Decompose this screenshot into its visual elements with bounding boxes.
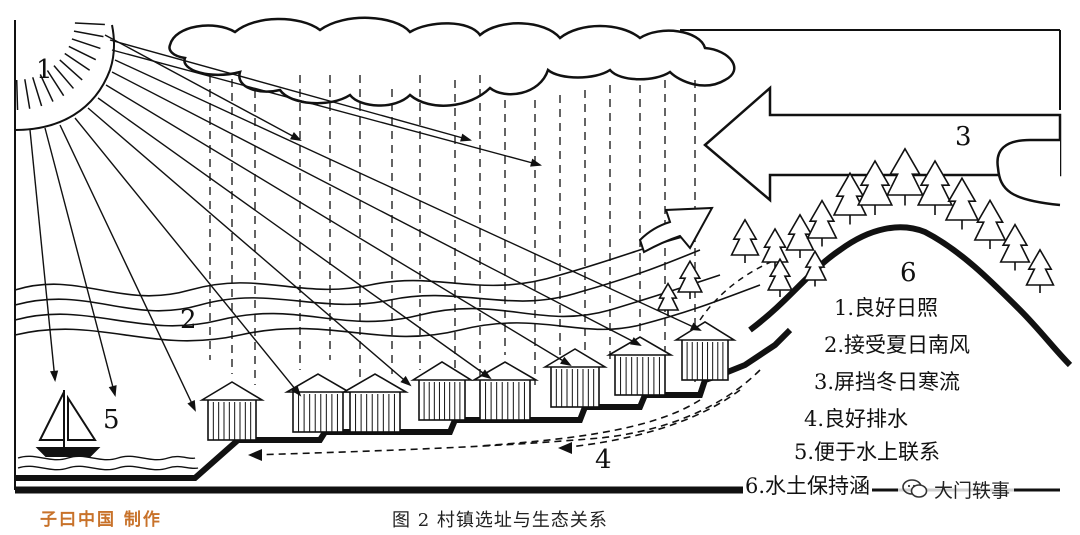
label-sun: 1 — [36, 55, 53, 85]
tree-icon — [676, 259, 704, 299]
label-forest: 6 — [900, 258, 917, 288]
house-icon — [341, 373, 409, 433]
house-icon — [199, 381, 265, 441]
legend-item-drainage: 4.良好排水 — [802, 407, 911, 431]
sunlight-arrowhead — [689, 322, 702, 331]
sunlight-arrowhead — [530, 158, 542, 167]
sunlight-arrowhead — [560, 356, 572, 367]
sunlight-arrowhead — [290, 132, 302, 141]
sunlight-arrows — [29, 34, 702, 412]
sunlight-ray — [104, 34, 301, 141]
sunlight-ray — [97, 97, 491, 379]
cold-wind-arrow-icon — [703, 85, 1062, 207]
wechat-icon — [902, 479, 928, 498]
label-water: 5 — [103, 405, 120, 435]
house-icon — [471, 361, 539, 421]
tree-icon — [856, 159, 894, 215]
tree-icon — [973, 198, 1007, 249]
forest — [656, 147, 1055, 316]
sunlight-ray — [114, 59, 701, 331]
legend-item-summer-wind: 2.接受夏日南风 — [822, 333, 973, 357]
credit-text: 子曰中国 制作 — [40, 510, 162, 530]
diagram-frame — [14, 20, 1061, 490]
legend-item-water-transport: 5.便于水上联系 — [792, 440, 943, 464]
sunlight-ray — [105, 84, 571, 366]
wind-arrow-icon — [638, 206, 714, 254]
sunlight-ray — [111, 71, 641, 346]
river — [17, 455, 199, 471]
cloud-icon — [168, 16, 736, 107]
legend-item-cold-shield: 3.屏挡冬日寒流 — [812, 370, 963, 394]
sailboat-icon — [35, 390, 101, 457]
drainage-arrowhead-icon — [248, 442, 572, 461]
sunlight-arrowhead — [629, 337, 642, 346]
sunlight-arrowhead — [187, 399, 196, 412]
tree-icon — [730, 218, 760, 263]
village-houses — [199, 321, 737, 441]
label-cold: 3 — [955, 122, 972, 152]
house-icon — [673, 321, 737, 381]
legend-item-sunlight: 1.良好日照 — [832, 296, 941, 320]
tree-icon — [916, 159, 954, 215]
house-icon — [606, 336, 674, 396]
sun-icon — [14, 22, 116, 131]
watermark-text: 大门轶事 — [934, 479, 1011, 502]
drainage-arrows — [249, 369, 761, 456]
house-icon — [542, 348, 608, 408]
figure-caption: 图 2 村镇选址与生态关系 — [392, 510, 608, 531]
house-icon — [284, 373, 352, 433]
sunlight-arrowhead — [291, 385, 302, 397]
house-icon — [410, 361, 474, 421]
sunlight-arrowhead — [400, 375, 412, 387]
sunlight-arrowhead — [108, 385, 117, 397]
sunlight-ray — [44, 127, 116, 396]
sunlight-ray — [74, 117, 301, 396]
sunlight-arrowhead — [480, 369, 492, 380]
sunlight-ray — [111, 49, 541, 166]
tree-icon — [886, 147, 924, 206]
tree-icon — [999, 223, 1031, 271]
tree-icon — [1025, 248, 1055, 293]
tree-icon — [806, 199, 838, 247]
label-drainage: 4 — [595, 445, 612, 475]
rain-lines — [209, 75, 696, 390]
tree-icon — [802, 249, 828, 287]
tree-icon — [761, 227, 789, 270]
sunlight-ray — [109, 39, 471, 141]
sunlight-arrowhead — [460, 133, 472, 142]
sunlight-ray — [59, 124, 196, 411]
sunlight-arrowhead — [50, 370, 59, 383]
tree-icon — [656, 282, 680, 316]
tree-icon — [944, 176, 980, 230]
legend-item-soil-conservation: 6.水土保持涵 — [743, 474, 873, 498]
tree-icon — [766, 257, 794, 297]
label-wind: 2 — [180, 305, 197, 335]
sunlight-ray — [29, 129, 56, 381]
summer-wind-lines — [14, 234, 761, 342]
sunlight-ray — [87, 107, 411, 386]
watermark: 大门轶事 — [898, 476, 1015, 502]
